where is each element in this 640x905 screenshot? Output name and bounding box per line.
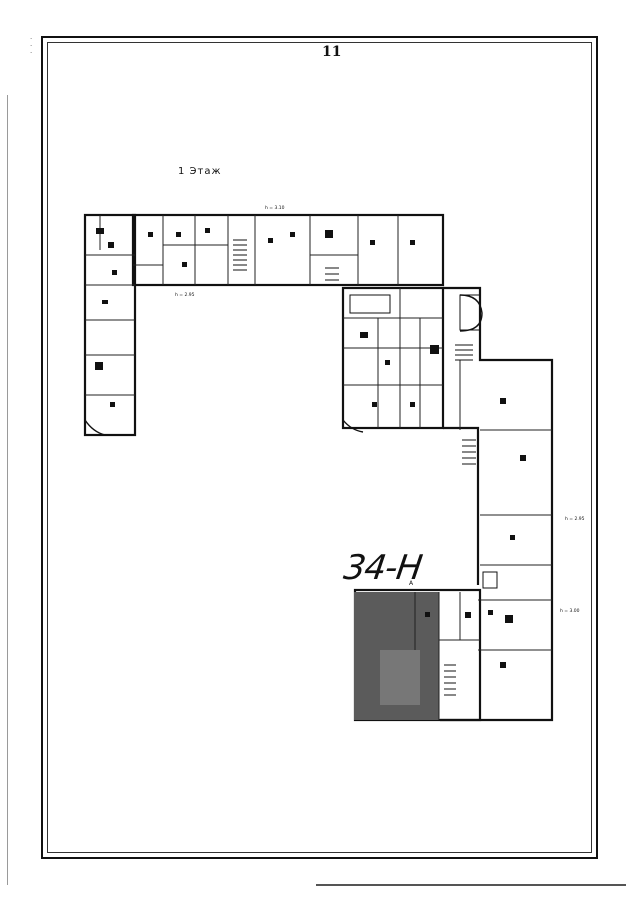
top-wing-wall — [131, 213, 445, 287]
right-inner-wall — [443, 426, 480, 585]
right-height-label-2: h = 3.00 — [560, 608, 580, 614]
scan-artifact-marks: ··· — [30, 35, 33, 57]
top-height-label: h = 3.10 — [265, 205, 285, 211]
right-height-label-1: h = 2.95 — [565, 516, 585, 522]
middle-block-wall — [341, 286, 445, 430]
exterior-walls — [83, 213, 554, 722]
left-wing-wall — [83, 213, 137, 437]
interior-partitions — [85, 215, 552, 720]
page-number: 11 — [322, 44, 342, 60]
page-border-outer — [41, 36, 598, 859]
room-detail-marks — [95, 228, 526, 668]
page-bottom-rule — [316, 884, 626, 886]
right-wing-wall — [440, 286, 554, 722]
floor-title: 1 Этаж — [178, 166, 222, 177]
dimension-labels: h = 3.10 h = 2.95 h = 2.95 h = 3.00 А — [175, 205, 585, 614]
page-border-inner — [47, 42, 592, 853]
unit-number-handwritten: 34-Н — [341, 548, 424, 588]
left-height-label: h = 2.95 — [175, 292, 195, 298]
unit-34n-light-patch — [380, 650, 420, 705]
section-mark: А — [409, 580, 414, 587]
scan-edge-line — [7, 95, 8, 885]
corner-bays — [84, 294, 483, 436]
